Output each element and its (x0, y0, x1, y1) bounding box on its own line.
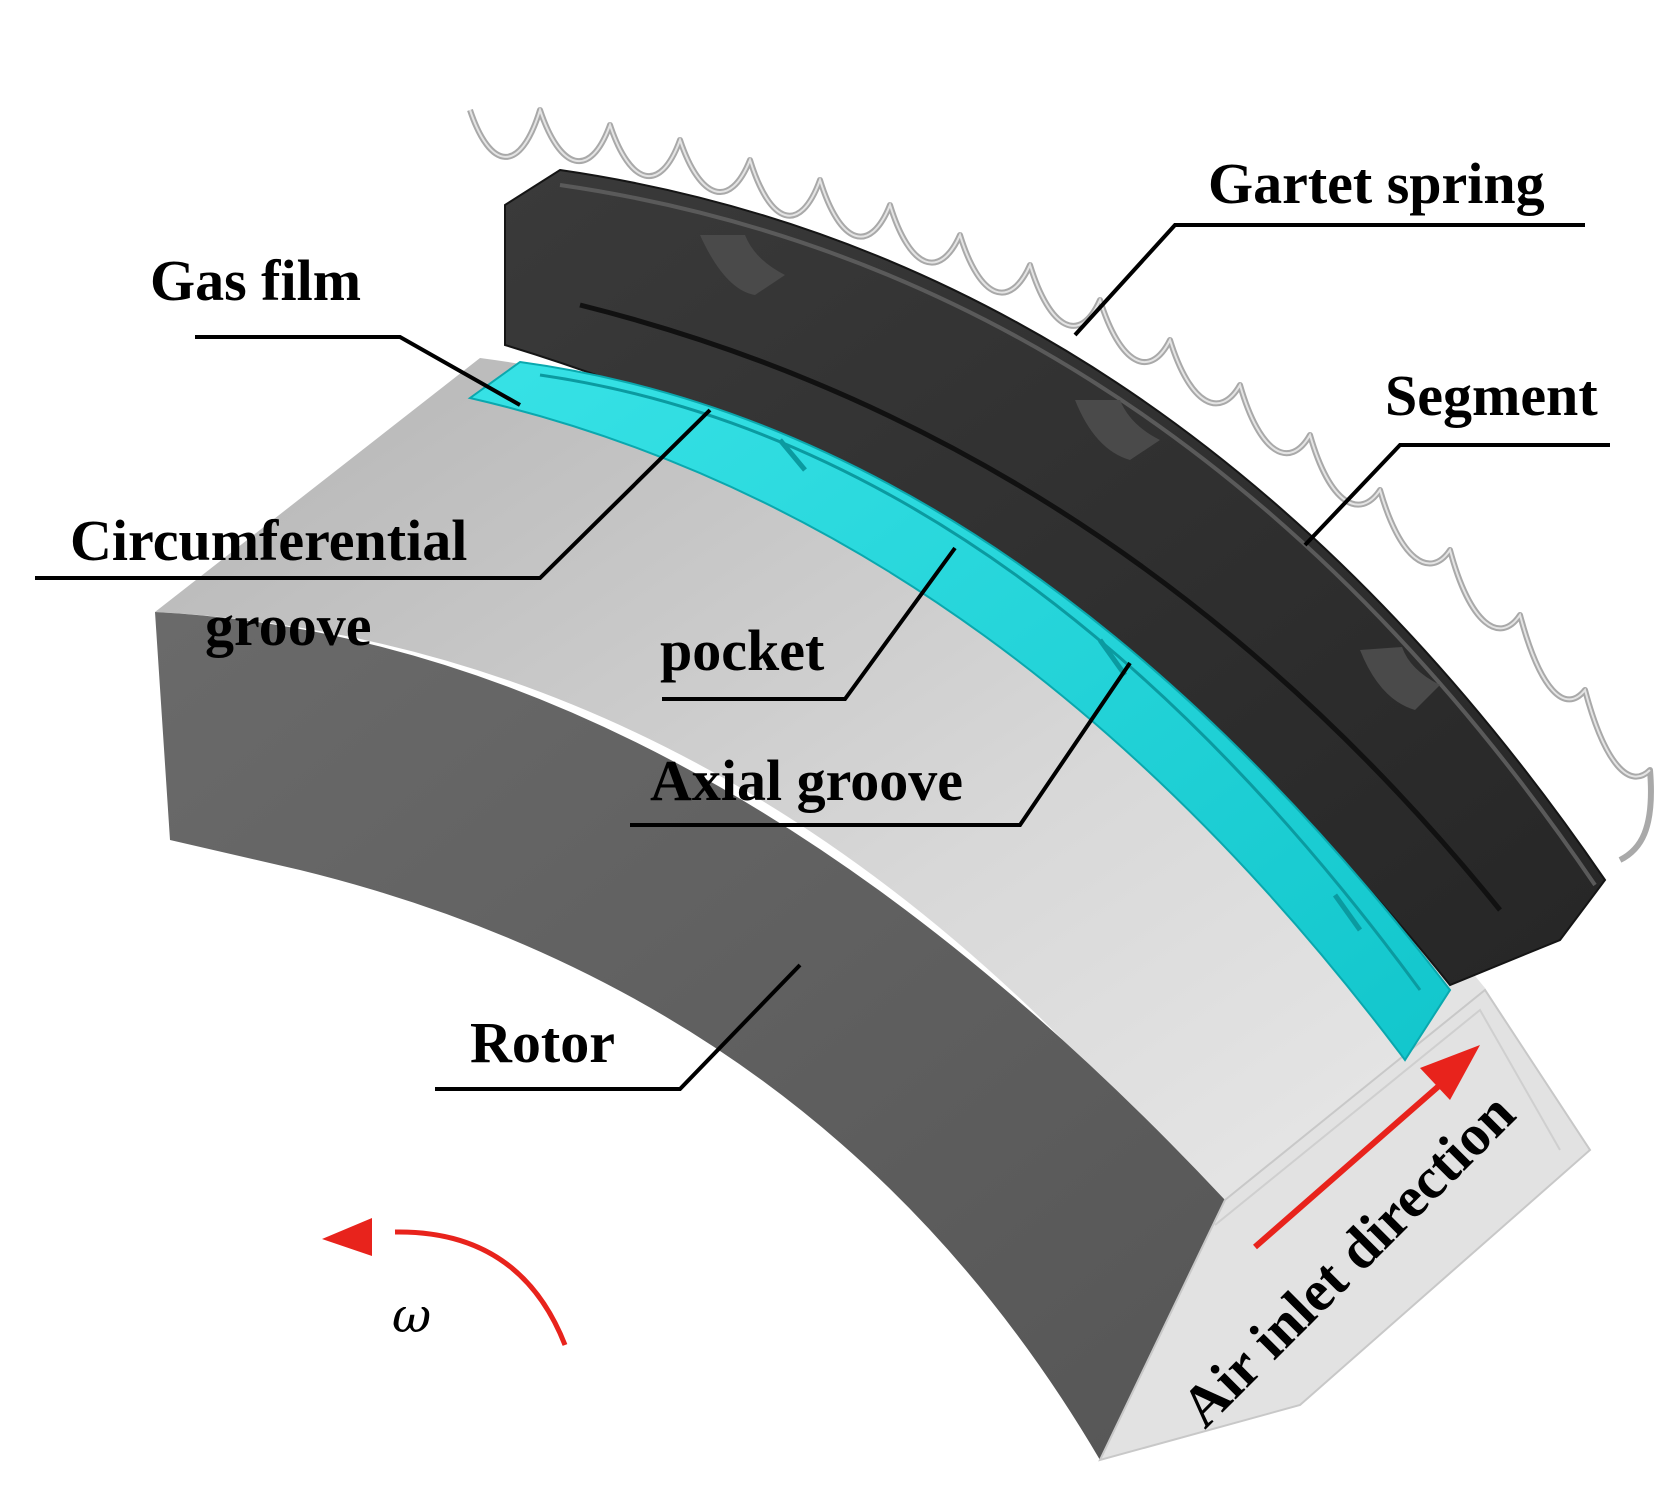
gas-film-axial-grooves (778, 438, 1363, 932)
segment-slot (700, 235, 785, 295)
leader-segment (1303, 443, 1610, 547)
leader-pocket (662, 546, 957, 701)
garter-spring-highlight (469, 106, 1651, 778)
leader-circumferential-groove (35, 408, 712, 580)
label-segment: Segment (1385, 363, 1598, 428)
rotor-end-face (1098, 988, 1592, 1462)
label-omega: ω (392, 1288, 431, 1344)
label-rotor: Rotor (470, 1010, 615, 1075)
label-pocket: pocket (660, 618, 825, 683)
segment-slot (1075, 400, 1160, 460)
segment-rim-highlight (559, 183, 1597, 887)
gas-film-circumferential-groove (539, 373, 1422, 991)
axial-groove-mark (1332, 893, 1363, 932)
segment-groove-line (579, 302, 1502, 912)
label-gas-film: Gas film (150, 248, 361, 313)
label-gartet-spring: Gartet spring (1208, 151, 1545, 216)
gas-film-strip (467, 360, 1452, 1062)
leader-gas-film (195, 335, 521, 407)
leader-rotor (435, 963, 802, 1091)
axial-groove-mark (778, 438, 807, 472)
label-circumferential-groove-line2: groove (205, 593, 371, 658)
rotor-end-inner-edge (1214, 1008, 1561, 1226)
axial-groove-mark (1097, 638, 1128, 677)
leader-gartet-spring (1073, 223, 1585, 337)
label-axial-groove: Axial groove (650, 748, 963, 813)
air-inlet-arrow (1253, 1045, 1480, 1250)
label-circumferential-groove-line1: Circumferential (70, 508, 467, 573)
segment-slot (1360, 647, 1440, 710)
rotor-side-face (155, 612, 1225, 1460)
leader-axial-groove (630, 661, 1132, 827)
rotation-arrow (322, 1218, 568, 1346)
